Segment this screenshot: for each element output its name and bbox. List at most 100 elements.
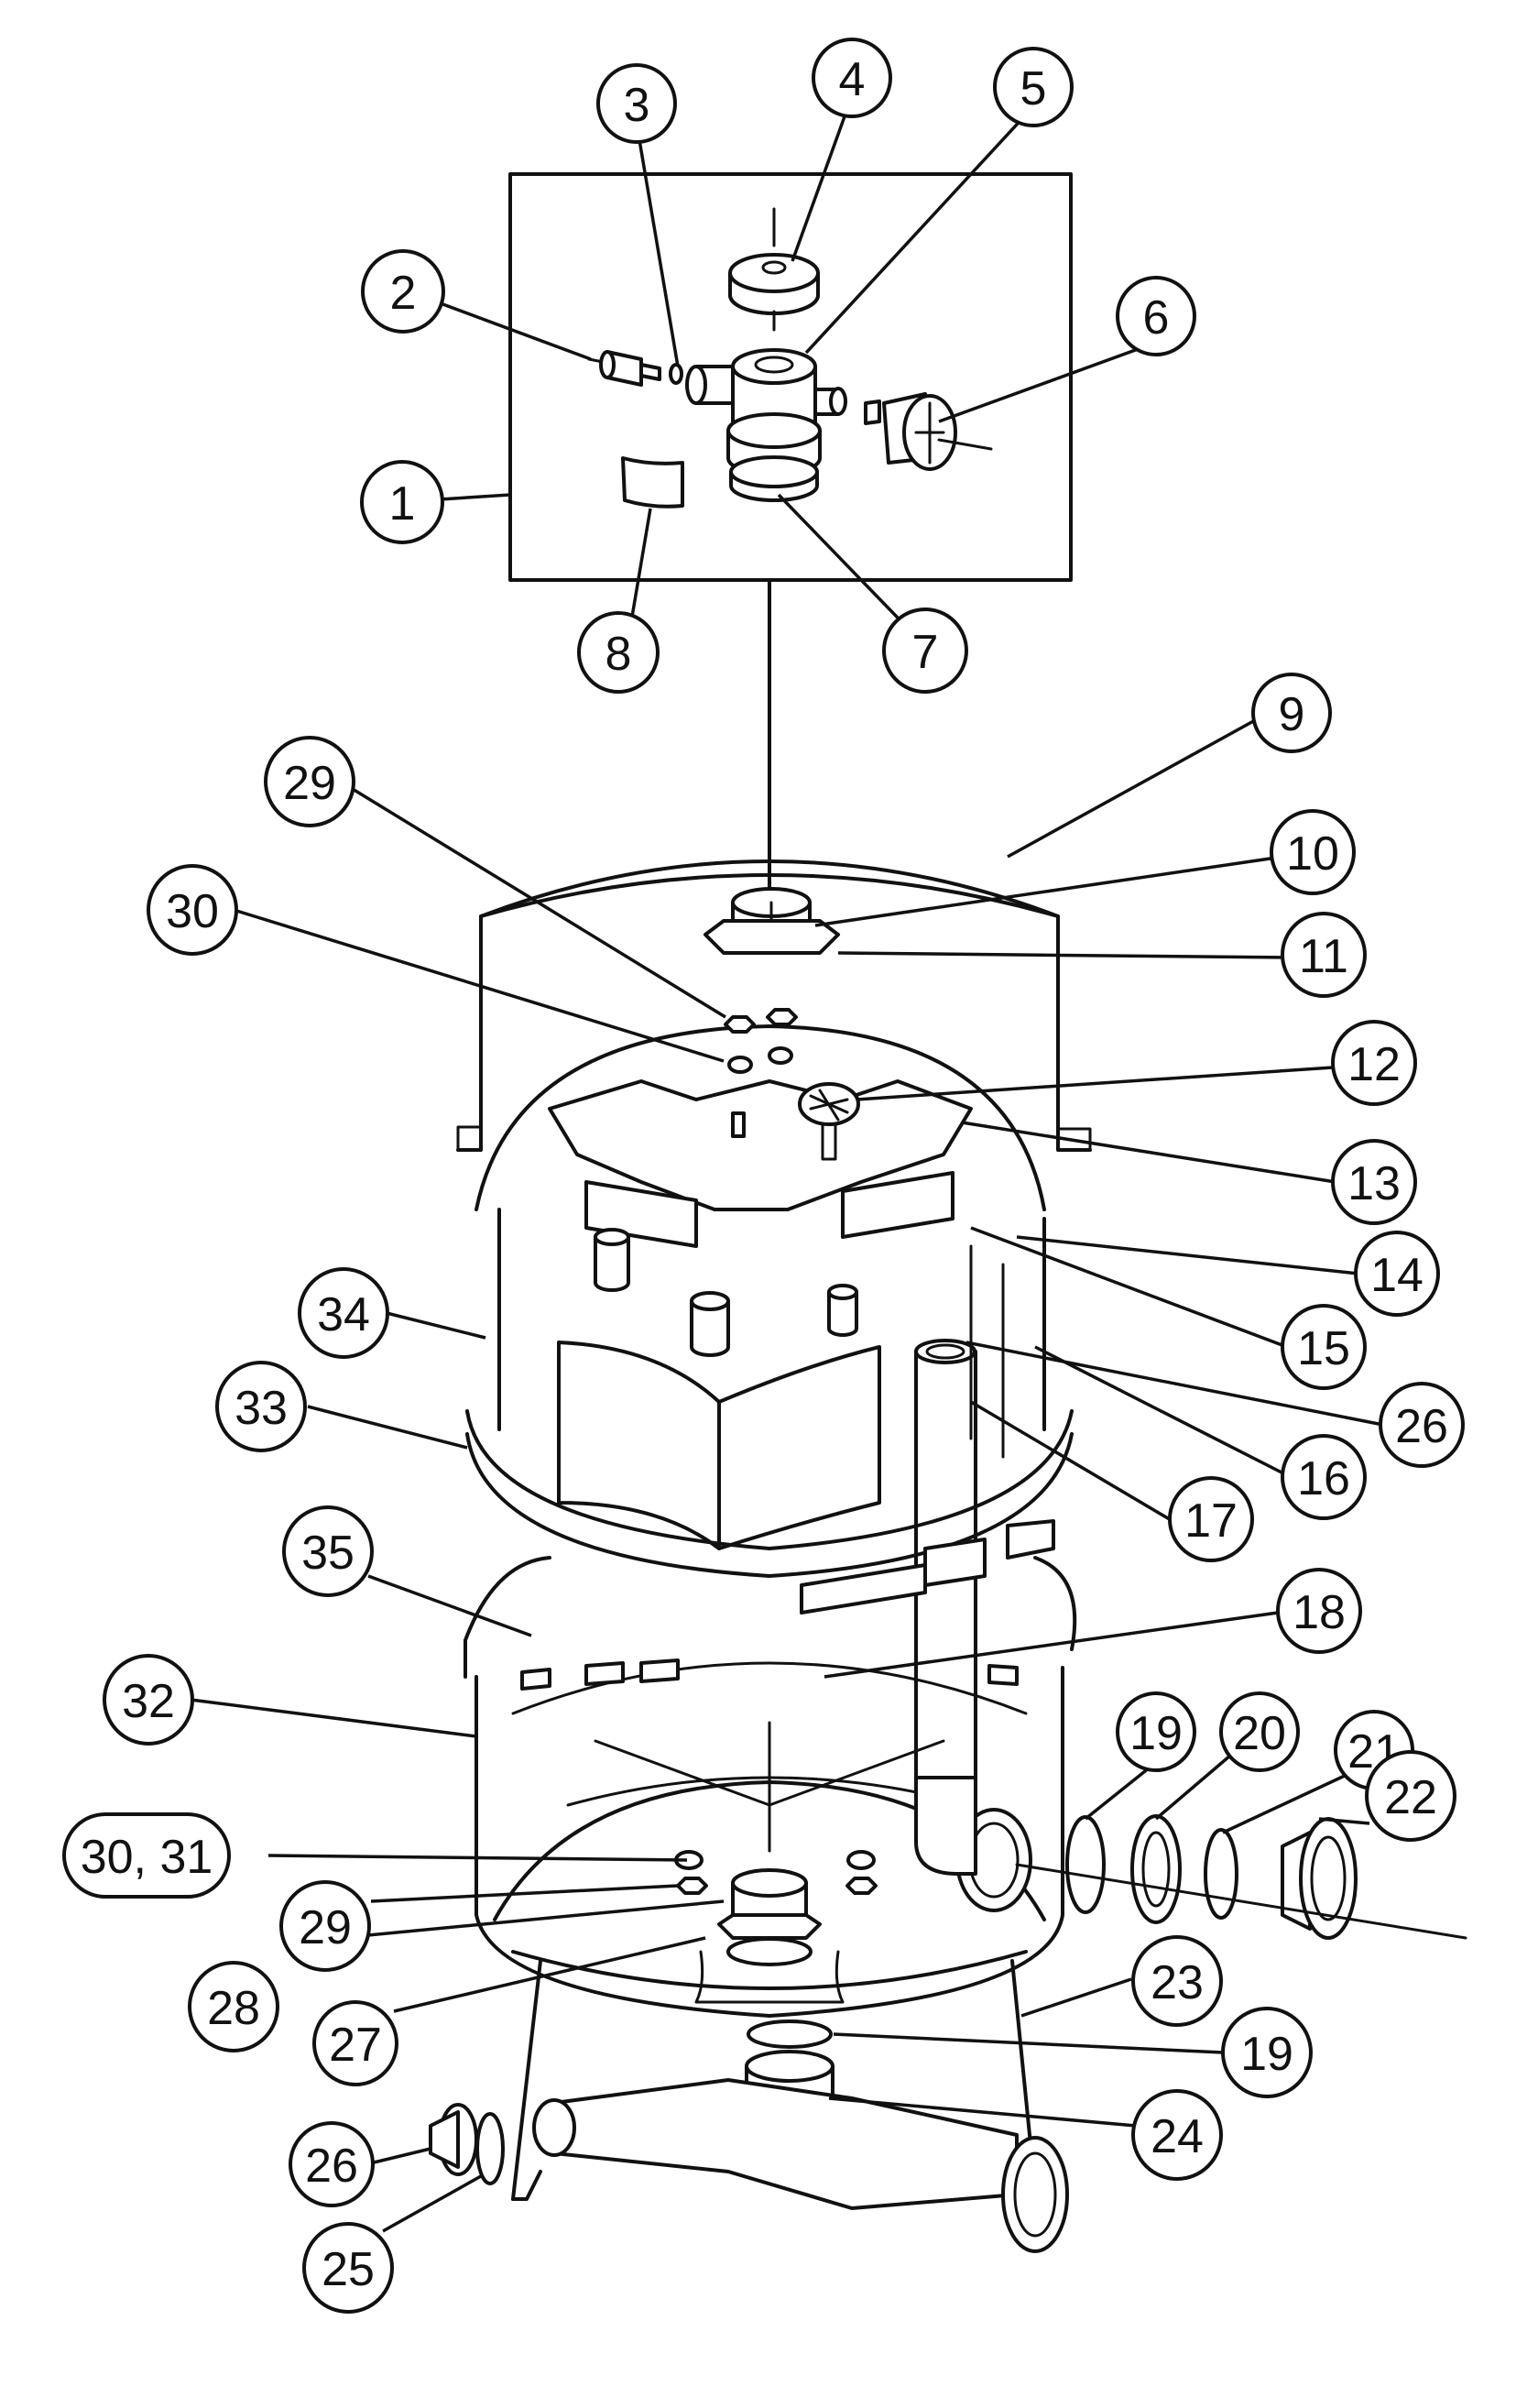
- callout-label: 7: [912, 626, 939, 679]
- callout-pill: [62, 1812, 231, 1899]
- side-port-fittings: [1015, 1814, 1467, 1940]
- callout-circle: [1221, 2007, 1313, 2098]
- callout-c11: 11: [1281, 912, 1367, 998]
- callout-label: 19: [1240, 2028, 1293, 2081]
- callout-circle: [1131, 1935, 1223, 2027]
- callout-circle: [577, 611, 660, 694]
- callout-c9: 9: [1251, 673, 1332, 753]
- callout-c1: 1: [360, 460, 444, 544]
- callout-circle: [1331, 1139, 1417, 1225]
- callout-c7: 7: [882, 607, 968, 694]
- part-5-valve-body: [685, 348, 847, 476]
- callout-label: 2: [390, 267, 417, 320]
- callout-label: 26: [305, 2140, 358, 2193]
- callout-circle: [1219, 1691, 1300, 1772]
- callout-circle: [1379, 1382, 1465, 1468]
- callout-c8: 8: [577, 611, 660, 694]
- callout-c27: 27: [312, 2000, 398, 2086]
- callout-label: 8: [605, 628, 632, 681]
- callout-circle: [1365, 1750, 1456, 1842]
- callout-label: 14: [1370, 1249, 1423, 1302]
- callout-c19b: 19: [1221, 2007, 1313, 2098]
- callout-c4: 4: [812, 38, 892, 118]
- callout-c23: 23: [1131, 1935, 1223, 2027]
- callout-c20: 20: [1219, 1691, 1300, 1772]
- callout-circle: [103, 1654, 194, 1746]
- callout-c16: 16: [1281, 1434, 1367, 1520]
- callout-label: 33: [235, 1382, 288, 1435]
- callout-label: 34: [317, 1288, 370, 1341]
- callout-c14: 14: [1354, 1231, 1440, 1317]
- callout-circle: [1354, 1231, 1440, 1317]
- callout-circle: [360, 460, 444, 544]
- callout-circle: [361, 249, 445, 334]
- callout-circle: [279, 1880, 371, 1972]
- callout-c3031: 30, 31: [62, 1812, 231, 1899]
- callout-label: 22: [1384, 1771, 1437, 1824]
- callout-label: 9: [1279, 688, 1305, 741]
- callout-c35: 35: [282, 1505, 374, 1597]
- callout-label: 13: [1347, 1157, 1401, 1210]
- part-2-fitting: [587, 350, 661, 387]
- callout-circle: [312, 2000, 398, 2086]
- callout-c3: 3: [596, 63, 677, 144]
- callout-label: 24: [1151, 2110, 1204, 2163]
- callout-circle: [147, 864, 238, 956]
- callout-label: 15: [1297, 1322, 1350, 1375]
- callout-circle: [264, 736, 355, 827]
- callout-c29b: 29: [279, 1880, 371, 1972]
- callout-label: 5: [1020, 62, 1047, 115]
- callout-label: 29: [283, 757, 336, 810]
- callout-circle: [289, 2121, 375, 2207]
- callout-c21: 21: [1334, 1710, 1414, 1790]
- part-7-oring: [729, 455, 819, 502]
- callout-c17: 17: [1168, 1476, 1254, 1562]
- callout-label: 30, 31: [81, 1831, 213, 1884]
- callout-circle: [1168, 1476, 1254, 1562]
- callout-label: 17: [1184, 1494, 1238, 1548]
- callout-label: 32: [122, 1675, 175, 1728]
- callout-c28: 28: [188, 1961, 279, 2052]
- callout-circle: [1270, 809, 1356, 895]
- callout-label: 28: [207, 1982, 260, 2035]
- callout-circle: [1116, 276, 1196, 356]
- part-21-oring: [1204, 1828, 1238, 1920]
- bottom-outlet-port: [1001, 2136, 1069, 2253]
- callout-label: 12: [1347, 1038, 1401, 1091]
- part-22-union-adapter: [1281, 1817, 1358, 1940]
- callout-c5: 5: [993, 47, 1074, 127]
- callout-circle: [215, 1361, 307, 1452]
- callout-c2: 2: [361, 249, 445, 334]
- callout-label: 11: [1299, 930, 1348, 983]
- bottom-manifold: [429, 2019, 1069, 2253]
- callout-c22: 22: [1365, 1750, 1456, 1842]
- callout-label: 4: [839, 53, 866, 106]
- callout-c33: 33: [215, 1361, 307, 1452]
- callout-c26a: 26: [1379, 1382, 1465, 1468]
- leader-lines: [190, 95, 1384, 2233]
- callout-circle: [1281, 1304, 1367, 1390]
- callout-label: 6: [1143, 291, 1170, 345]
- part-19-gasket: [1065, 1815, 1106, 1914]
- part-4-knob: [728, 207, 820, 332]
- callout-c13: 13: [1331, 1139, 1417, 1225]
- valve-assembly-inset: [508, 172, 1073, 927]
- callout-circle: [298, 1267, 389, 1359]
- callout-c18: 18: [1276, 1568, 1362, 1654]
- callout-label: 29: [299, 1901, 352, 1954]
- callout-c15: 15: [1281, 1304, 1367, 1390]
- callout-circle: [282, 1505, 374, 1597]
- callout-label: 26: [1395, 1400, 1448, 1453]
- callout-circle: [812, 38, 892, 118]
- callout-circle: [596, 63, 677, 144]
- callout-circle: [993, 47, 1074, 127]
- lateral-manifold-assembly: [465, 1008, 1074, 1779]
- part-20-union-ring: [1130, 1814, 1182, 1924]
- callout-circle: [1331, 1020, 1417, 1106]
- callout-label: 19: [1129, 1707, 1183, 1760]
- callout-label: 18: [1293, 1586, 1346, 1639]
- part-6-pressure-gauge: [864, 392, 993, 471]
- callout-c30a: 30: [147, 864, 238, 956]
- callout-circle: [1116, 1691, 1196, 1772]
